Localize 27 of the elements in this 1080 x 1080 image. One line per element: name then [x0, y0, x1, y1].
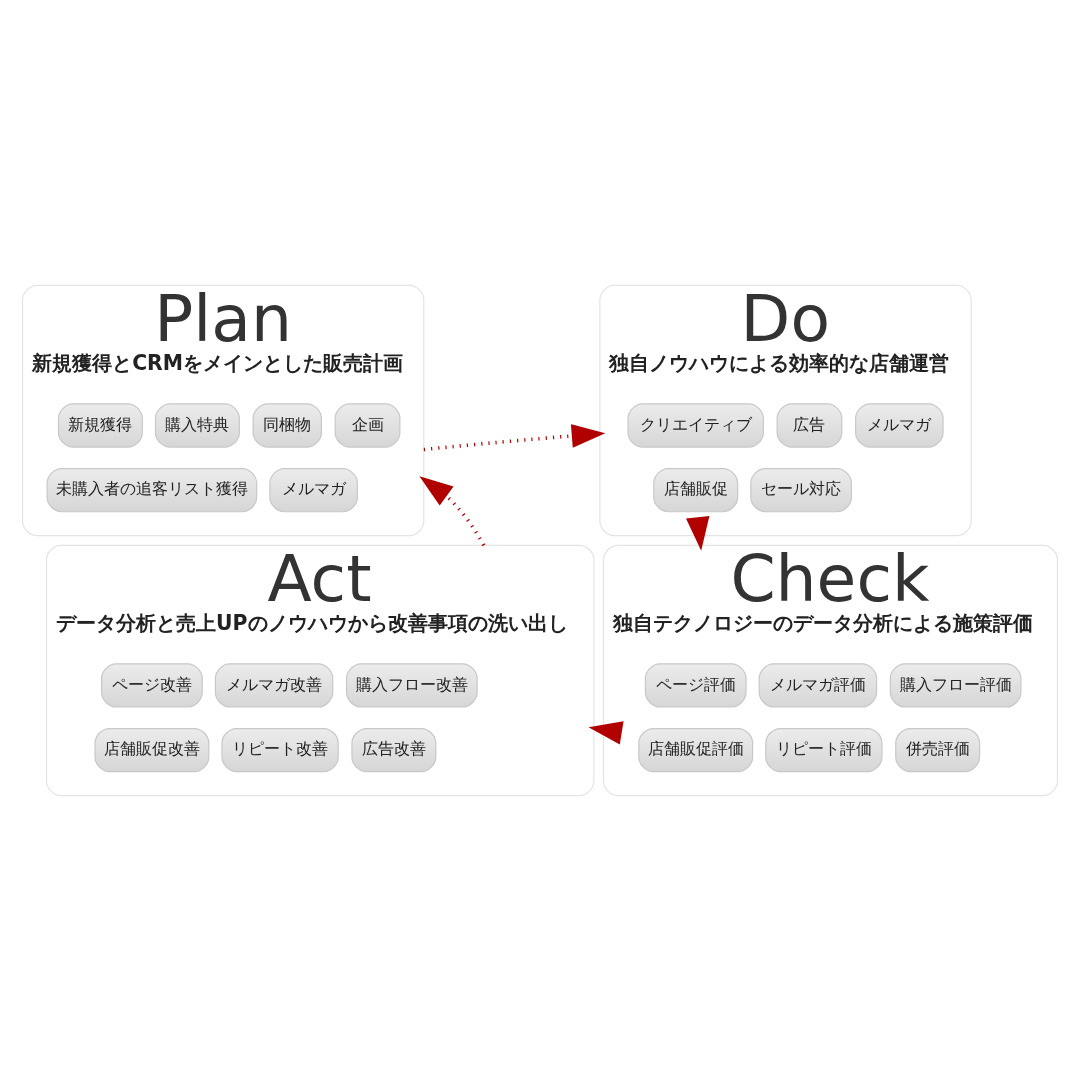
node-box: 未購入者の追客リスト獲得	[46, 467, 258, 512]
node-box: 店舗販促改善	[94, 727, 210, 772]
arrow	[588, 720, 624, 744]
node-box: 企画	[334, 402, 401, 448]
arrow	[686, 515, 710, 551]
node-box: ページ改善	[101, 662, 203, 708]
node-box: 購入フロー評価	[889, 662, 1022, 708]
node-box: 購入フロー改善	[345, 662, 478, 708]
node-box: 広告	[776, 402, 843, 448]
node-box: メルマガ	[855, 402, 944, 448]
arrow	[423, 423, 606, 451]
node-box: 広告改善	[351, 727, 437, 772]
node-box: メルマガ評価	[758, 662, 878, 708]
node-box: リピート改善	[221, 727, 339, 772]
node-box: リピート評価	[765, 727, 883, 772]
node-box: 新規獲得	[57, 402, 143, 448]
node-box: セール対応	[750, 467, 852, 512]
node-box: 購入特典	[154, 402, 240, 448]
node-box: ページ評価	[644, 662, 747, 708]
node-box: クリエイティブ	[627, 402, 764, 448]
node-box: メルマガ改善	[214, 662, 334, 708]
node-box: 同梱物	[252, 402, 322, 448]
node-box: 店舗販促評価	[638, 727, 754, 772]
node-box: 店舗販促	[653, 467, 739, 512]
node-box: 併売評価	[895, 727, 981, 772]
arrow	[419, 475, 486, 546]
node-box: メルマガ	[269, 467, 358, 512]
